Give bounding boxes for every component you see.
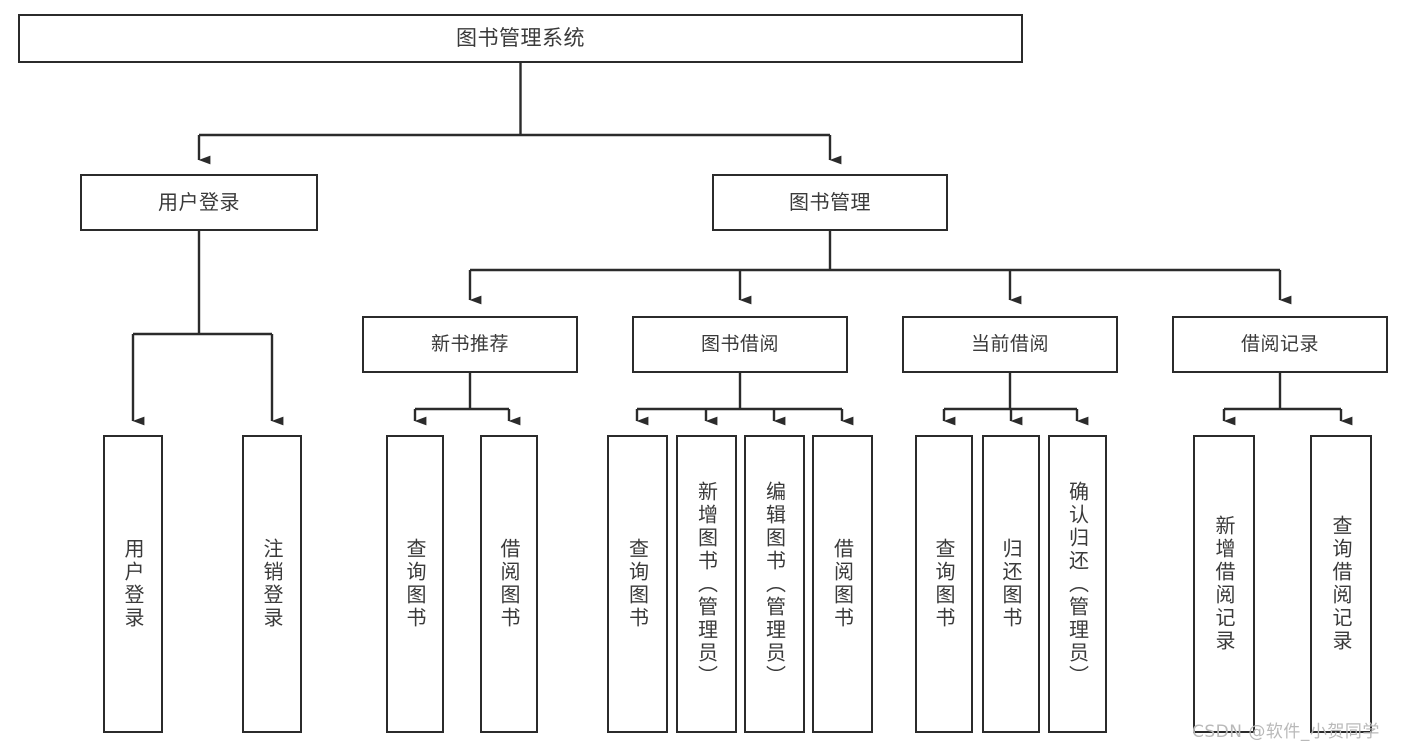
node-current-borrow[interactable]: 当前借阅 bbox=[902, 316, 1118, 373]
leaf-borrow-book-bb[interactable]: 借阅图书 bbox=[812, 435, 873, 733]
leaf-return-book[interactable]: 归还图书 bbox=[982, 435, 1040, 733]
node-new-book-recommend[interactable]: 新书推荐 bbox=[362, 316, 578, 373]
node-book-management[interactable]: 图书管理 bbox=[712, 174, 948, 231]
node-book-borrow[interactable]: 图书借阅 bbox=[632, 316, 848, 373]
leaf-query-book-nbr[interactable]: 查询图书 bbox=[386, 435, 444, 733]
csdn-watermark: CSDN @软件_小贺同学 bbox=[1192, 722, 1380, 742]
leaf-add-borrow-record[interactable]: 新增借阅记录 bbox=[1193, 435, 1255, 733]
leaf-logout[interactable]: 注销登录 bbox=[242, 435, 302, 733]
leaf-query-book-bb[interactable]: 查询图书 bbox=[607, 435, 668, 733]
leaf-confirm-return-admin[interactable]: 确认归还（管理员） bbox=[1048, 435, 1107, 733]
leaf-add-book-admin[interactable]: 新增图书（管理员） bbox=[676, 435, 737, 733]
node-borrow-record[interactable]: 借阅记录 bbox=[1172, 316, 1388, 373]
leaf-query-book-cb[interactable]: 查询图书 bbox=[915, 435, 973, 733]
leaf-edit-book-admin[interactable]: 编辑图书（管理员） bbox=[744, 435, 805, 733]
node-root[interactable]: 图书管理系统 bbox=[18, 14, 1023, 63]
node-user-login[interactable]: 用户登录 bbox=[80, 174, 318, 231]
leaf-borrow-book-nbr[interactable]: 借阅图书 bbox=[480, 435, 538, 733]
leaf-query-borrow-record[interactable]: 查询借阅记录 bbox=[1310, 435, 1372, 733]
leaf-user-login[interactable]: 用户登录 bbox=[103, 435, 163, 733]
